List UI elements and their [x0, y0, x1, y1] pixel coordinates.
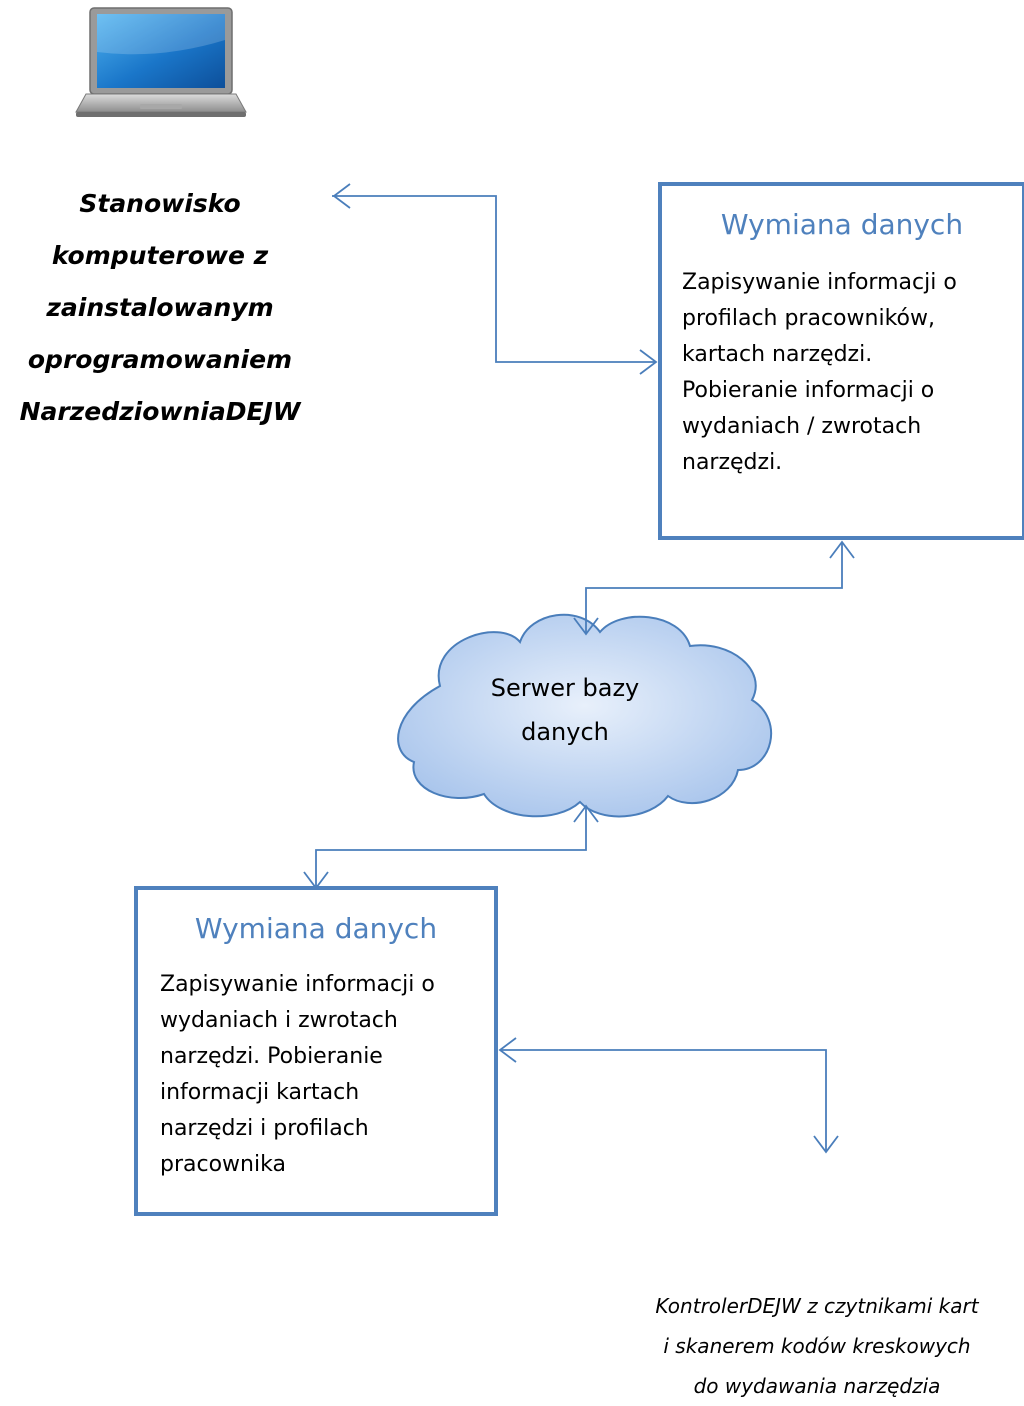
database-server-label: Serwer bazy danych: [490, 674, 640, 746]
box-description: Zapisywanie informacji o profilach praco…: [682, 270, 957, 475]
connector-cloud-bottom: [303, 804, 599, 890]
workstation-label: Stanowisko komputerowe z zainstalowanym …: [19, 189, 301, 426]
box-title: Wymiana danych: [194, 912, 438, 945]
laptop-icon: [75, 7, 247, 117]
connector-bottom-controller: [498, 1037, 839, 1154]
connector-workstation-top: [332, 183, 658, 375]
box-description: Zapisywanie informacji o wydaniach i zwr…: [160, 972, 435, 1177]
box-title: Wymiana danych: [720, 208, 964, 241]
data-exchange-box-bottom: Wymiana danych Zapisywanie informacji o …: [134, 886, 498, 1216]
cloud-icon: [397, 613, 773, 818]
connector-top-cloud: [573, 540, 855, 636]
data-exchange-box-top: Wymiana danych Zapisywanie informacji o …: [658, 182, 1024, 540]
controller-label: KontrolerDEJW z czytnikami kart i skaner…: [655, 1294, 979, 1398]
